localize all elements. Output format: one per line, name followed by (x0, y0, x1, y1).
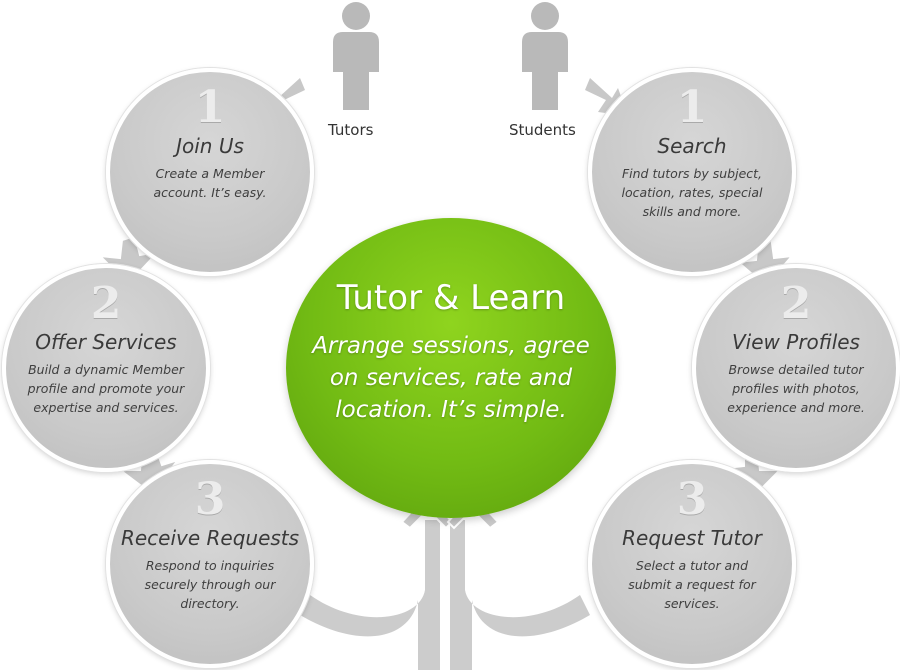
step-number: 1 (676, 82, 708, 133)
student-person-icon (522, 2, 568, 110)
student-step-1: 1 Search Find tutors by subject, locatio… (588, 68, 796, 276)
step-description: Browse detailed tutor profiles with phot… (727, 362, 865, 415)
tutor-step-1: 1 Join Us Create a Member account. It’s … (106, 68, 314, 276)
step-description: Select a tutor and submit a request for … (628, 558, 756, 611)
right-pipe-connector (450, 520, 590, 670)
step-number: 3 (194, 474, 226, 525)
step-description: Respond to inquiries securely through ou… (144, 558, 276, 611)
step-description: Create a Member account. It’s easy. (153, 166, 267, 200)
step-title: View Profiles (732, 330, 860, 354)
step-number: 2 (780, 278, 812, 329)
step-title: Offer Services (35, 330, 177, 354)
tutor-step-2: 2 Offer Services Build a dynamic Member … (2, 264, 210, 472)
step-number: 1 (194, 82, 226, 133)
tutors-label: Tutors (328, 121, 374, 139)
step-number: 2 (90, 278, 122, 329)
tutor-step-3: 3 Receive Requests Respond to inquiries … (106, 460, 314, 668)
tutor-person-icon (333, 2, 379, 110)
step-title: Join Us (176, 134, 244, 158)
step-number: 3 (676, 474, 708, 525)
step-description: Find tutors by subject, location, rates,… (621, 166, 763, 219)
left-pipe-connector (300, 520, 440, 670)
students-label: Students (509, 121, 576, 139)
step-title: Receive Requests (120, 526, 300, 550)
student-step-3: 3 Request Tutor Select a tutor and submi… (588, 460, 796, 668)
hub-title: Tutor & Learn (336, 278, 566, 318)
step-description: Build a dynamic Member profile and promo… (27, 362, 185, 415)
step-title: Search (657, 134, 727, 158)
hub-description: Arrange sessions, agree on services, rat… (312, 333, 590, 423)
tutor-learn-hub: Tutor & Learn Arrange sessions, agree on… (286, 218, 616, 518)
step-title: Request Tutor (622, 526, 762, 550)
student-step-2: 2 View Profiles Browse detailed tutor pr… (692, 264, 900, 472)
